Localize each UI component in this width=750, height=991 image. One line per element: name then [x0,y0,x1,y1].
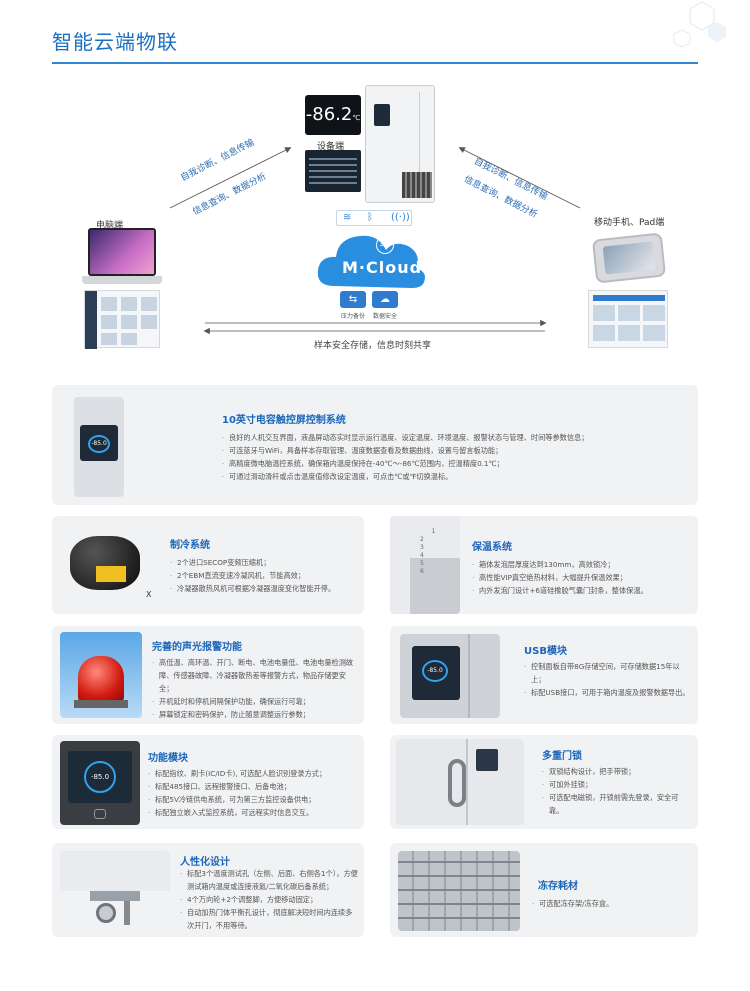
freezer-rack-image [398,851,520,931]
card-touch-control: -85.0 10英寸电容触控屏控制系统 良好的人机交互界面，液晶屏动态实时显示运… [52,385,698,505]
ruler-number: 6 [420,568,424,575]
alarm-light-image [60,632,142,718]
mobile-app-screenshot [588,290,668,348]
cloud-sub-label-security: 数据安全 [373,313,398,320]
device-control-screen [305,150,361,192]
function-panel-image: -85.0 [60,741,140,825]
list-item: 冷凝器散热风机可根据冷凝器温度变化智能开停。 [170,582,350,595]
card-consumables: 冻存耗材 可选配冻存架/冻存盒。 [390,843,698,937]
card-human-design: 人性化设计 标配3个温度测试孔（左侧、后面、右侧各1个），方便测试箱内温度或连接… [52,843,364,937]
page-title: 智能云端物联 [52,30,178,54]
card-function: -85.0 功能模块 标配指纹、刷卡(IC/ID卡), 可选配人脸识别登录方式；… [52,735,364,829]
ruler-number: 2 [420,536,424,543]
list-item: 开机延时和停机间隔保护功能，确保运行可靠； [152,695,358,708]
bottom-arrow-label: 样本安全存储，信息时刻共享 [314,341,432,351]
card-title: 冻存耗材 [538,881,578,892]
list-item: 高性能VIP真空绝热材料，大幅提升保温效果； [472,571,692,584]
card-cooling: X2 制冷系统 2个进口SECOP变频压缩机； 2个EBM直流变速冷凝风机，节能… [52,516,364,614]
card-title: USB模块 [524,646,567,657]
list-item: 可选配电磁锁，开锁前需先登录，安全可靠。 [542,791,692,817]
card-feature-list: 双锁结构设计，把手带锁； 可加外挂锁； 可选配电磁锁，开锁前需先登录，安全可靠。 [542,765,692,817]
list-item: 标配独立嵌入式监控系统，可远程实时信息交互。 [148,806,358,819]
ruler-number: 3 [420,544,424,551]
list-item: 双锁结构设计，把手带锁； [542,765,692,778]
door-lock-image [396,739,524,825]
cloud-version-badge: 3.0 [376,236,394,254]
device-temperature-display: -86.2℃ [305,95,361,135]
list-item: 高精度微电脑温控系统，确保箱内温度保持在-40℃～-86℃范围内，控温精度0.1… [222,457,682,470]
card-feature-list: 良好的人机交互界面，液晶屏动态实时显示运行温度、设定温度、环境温度、报警状态与管… [222,431,682,483]
compressor-image: X2 [60,526,152,604]
list-item: 高低温、高环温、开门、断电、电池电量低、电池电量检测故障、传感器故障、冷凝器散热… [152,656,358,695]
title-divider [52,62,698,64]
list-item: 箱体发泡层厚度达到130mm，高效锁冷； [472,558,692,571]
card-title: 人性化设计 [180,857,230,868]
list-item: 可连蓝牙与WiFi，具备样本存取管理、温度数据查看及数据曲线，设置与留言板功能； [222,444,682,457]
caster-wheel-image [60,851,170,931]
list-item: 标配指纹、刷卡(IC/ID卡), 可选配人脸识别登录方式； [148,767,358,780]
card-title: 功能模块 [148,753,188,764]
mcloud-icon [317,235,425,288]
cloud-label: M·Cloud [342,258,423,277]
wifi-icon: ≋ [343,212,352,223]
connectivity-icons: ≋ ᛒ ((·)) [336,210,412,226]
ruler-number: 4 [420,552,424,559]
freezer-image [365,85,435,203]
list-item: 可加外挂锁； [542,778,692,791]
list-item: 内外发泡门设计+6道硅橡胶气囊门封条，整体保温。 [472,584,692,597]
bluetooth-icon: ᛒ [367,212,373,223]
signal-icon: ((·)) [391,212,410,223]
card-feature-list: 可选配冻存架/冻存盒。 [532,897,692,910]
list-item: 标配USB接口，可用于箱内温度及报警数据导出。 [524,686,690,699]
list-item: 标配3个温度测试孔（左侧、后面、右侧各1个），方便测试箱内温度或连接液氮/二氧化… [180,867,358,893]
list-item: 屏幕锁定和密码保护，防止随意调整运行参数； [152,708,358,721]
laptop-image [82,228,162,286]
ruler-number: 5 [420,560,424,567]
card-feature-list: 控制面板自带8G存储空间，可存储数据15年以上； 标配USB接口，可用于箱内温度… [524,660,690,699]
card-feature-list: 标配3个温度测试孔（左侧、后面、右侧各1个），方便测试箱内温度或连接液氮/二氧化… [180,867,358,932]
card-feature-list: 高低温、高环温、开门、断电、电池电量低、电池电量检测故障、传感器故障、冷凝器散热… [152,656,358,721]
list-item: 良好的人机交互界面，液晶屏动态实时显示运行温度、设定温度、环境温度、报警状态与管… [222,431,682,444]
list-item: 4个万向轮+2个调整脚，方便移动固定； [180,893,358,906]
list-item: 可通过滑动滑杆或点击温度值修改设定温度，可点击℃或℉切换温标。 [222,470,682,483]
hexagon-decoration-icon [673,1,726,48]
card-lock: 多重门锁 双锁结构设计，把手带锁； 可加外挂锁； 可选配电磁锁，开锁前需先登录，… [390,735,698,829]
list-item: 自动加热门体平衡孔设计，彻底解决短时间内连续多次开门，不用等待。 [180,906,358,932]
device-label: 设备端 [317,142,345,152]
ruler-number: 1 [431,528,436,535]
pc-label: 电脑端 [96,221,124,231]
list-item: 2个进口SECOP变频压缩机； [170,556,350,569]
list-item: 可选配冻存架/冻存盒。 [532,897,692,910]
list-item: 标配5V冷链供电系统，可为第三方监控设备供电； [148,793,358,806]
card-title: 完善的声光报警功能 [152,642,242,653]
card-alarm: 完善的声光报警功能 高低温、高环温、开门、断电、电池电量低、电池电量检测故障、传… [52,626,364,724]
card-title: 10英寸电容触控屏控制系统 [222,415,346,426]
touch-panel-image: -85.0 [74,397,124,497]
usb-panel-image: -85.0 [400,634,500,718]
card-feature-list: 标配指纹、刷卡(IC/ID卡), 可选配人脸识别登录方式； 标配485接口、远程… [148,767,358,819]
card-title: 制冷系统 [170,540,210,551]
card-usb: -85.0 USB模块 控制面板自带8G存储空间，可存储数据15年以上； 标配U… [390,626,698,724]
card-title: 保温系统 [472,542,512,553]
pc-software-screenshot [84,290,160,349]
card-feature-list: 2个进口SECOP变频压缩机； 2个EBM直流变速冷凝风机，节能高效； 冷凝器散… [170,556,350,595]
data-security-icon: ☁ [372,291,398,308]
diagram-arrows [169,147,581,335]
list-item: 标配485接口、远程报警接口、后备电池； [148,780,358,793]
card-feature-list: 箱体发泡层厚度达到130mm，高效锁冷； 高性能VIP真空绝热材料，大幅提升保温… [472,558,692,597]
card-title: 多重门锁 [542,751,582,762]
list-item: 2个EBM直流变速冷凝风机，节能高效； [170,569,350,582]
mobile-label: 移动手机、Pad端 [594,218,665,228]
list-item: 控制面板自带8G存储空间，可存储数据15年以上； [524,660,690,686]
backup-icon: ⇆ [340,291,366,308]
cloud-sub-label-backup: 压力备份 [341,313,366,320]
